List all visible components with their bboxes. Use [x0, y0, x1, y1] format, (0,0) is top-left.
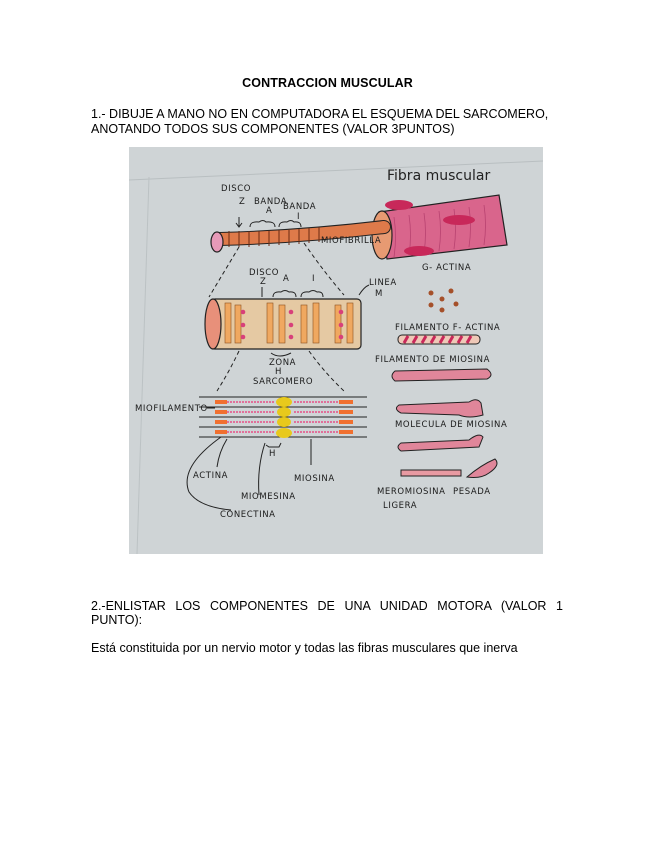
label-sarcomero: SARCOMERO [253, 377, 313, 387]
label-miomesina: MIOMESINA [241, 492, 296, 502]
label-banda-a: BANDA [254, 197, 287, 207]
sarcomere-drawing-image: Fibra muscular DISCO Z BANDA A BANDA I [129, 147, 543, 554]
document-title: CONTRACCION MUSCULAR [242, 76, 413, 90]
label-filamento-f-actina: FILAMENTO F- ACTINA [395, 323, 500, 333]
label-linea-m: M [375, 289, 383, 299]
label-zona-h: H [275, 367, 282, 377]
label-miofilamento: MIOFILAMENTO [135, 404, 208, 414]
sarcomere-detail-drawing [199, 396, 367, 438]
label-molecula-miosina: MOLECULA DE MIOSINA [395, 420, 507, 430]
label-disco-top: DISCO [221, 184, 251, 194]
label-a-top: A [266, 206, 272, 216]
label-conectina: CONECTINA [220, 510, 276, 520]
label-pesada: PESADA [453, 487, 491, 497]
label-meromiosina: MEROMIOSINA [377, 487, 446, 497]
g-actin-dots [428, 288, 459, 313]
label-h: H [269, 449, 276, 459]
question-1-line-2: ANOTANDO TODOS SUS COMPONENTES (VALOR 3P… [91, 122, 455, 136]
label-banda-i: BANDA [283, 202, 316, 212]
answer-2: Está constituida por un nervio motor y t… [91, 641, 518, 655]
label-filamento-miosina: FILAMENTO DE MIOSINA [375, 355, 490, 365]
label-z-top: Z [239, 197, 245, 207]
label-disco-mid: DISCO [249, 268, 279, 278]
label-i-top: I [297, 212, 300, 222]
muscle-fiber-drawing [371, 194, 508, 260]
label-z-mid: Z [260, 277, 266, 287]
label-linea: LINEA [369, 278, 397, 288]
enlarged-myofibril-drawing [204, 298, 362, 350]
label-ligera: LIGERA [383, 501, 417, 511]
label-miofibrilla: MIOFIBRILLA [321, 236, 381, 246]
label-fibra-muscular: Fibra muscular [387, 168, 490, 184]
question-2: 2.-ENLISTAR LOS COMPONENTES DE UNA UNIDA… [91, 599, 563, 627]
label-zona: ZONA [269, 358, 296, 368]
question-1: 1.- DIBUJE A MANO NO EN COMPUTADORA EL E… [91, 107, 571, 137]
label-g-actina: G- ACTINA [422, 263, 471, 273]
label-actina: ACTINA [193, 471, 228, 481]
question-1-line-1: 1.- DIBUJE A MANO NO EN COMPUTADORA EL E… [91, 107, 549, 121]
label-i-mid: I [312, 274, 315, 284]
label-miosina: MIOSINA [294, 474, 335, 484]
label-a-mid: A [283, 274, 289, 284]
